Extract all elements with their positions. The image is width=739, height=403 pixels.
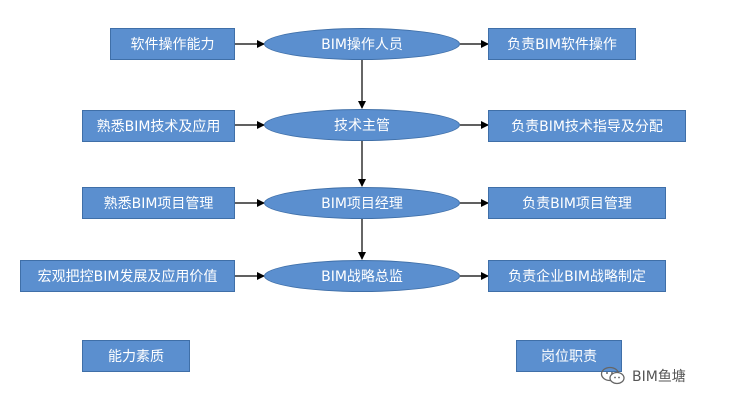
- role-ellipse-2: 技术主管: [264, 109, 460, 141]
- watermark-text: BIM鱼塘: [632, 369, 686, 385]
- footer-right-text: 岗位职责: [541, 349, 597, 365]
- role-label: BIM操作人员: [321, 37, 403, 53]
- ability-box-4: 宏观把控BIM发展及应用价值: [20, 260, 235, 292]
- watermark: BIM鱼塘: [600, 366, 686, 386]
- duty-label: 负责BIM软件操作: [507, 37, 617, 53]
- duty-box-2: 负责BIM技术指导及分配: [488, 110, 686, 142]
- ability-box-3: 熟悉BIM项目管理: [82, 187, 235, 219]
- ability-label: 熟悉BIM技术及应用: [96, 119, 221, 135]
- ability-label: 软件操作能力: [130, 37, 215, 53]
- duty-label: 负责企业BIM战略制定: [508, 269, 646, 285]
- role-ellipse-4: BIM战略总监: [264, 260, 460, 292]
- ability-label: 宏观把控BIM发展及应用价值: [37, 269, 218, 285]
- role-label: 技术主管: [334, 118, 390, 134]
- duty-box-1: 负责BIM软件操作: [488, 28, 636, 60]
- ability-box-2: 熟悉BIM技术及应用: [82, 110, 235, 142]
- ability-box-1: 软件操作能力: [110, 28, 235, 60]
- role-ellipse-3: BIM项目经理: [264, 187, 460, 219]
- wechat-icon: [600, 366, 625, 385]
- duty-label: 负责BIM技术指导及分配: [511, 119, 663, 135]
- duty-box-3: 负责BIM项目管理: [488, 187, 666, 219]
- role-ellipse-1: BIM操作人员: [264, 28, 460, 60]
- role-label: BIM战略总监: [321, 269, 403, 285]
- job-duty-label: 岗位职责: [516, 340, 622, 372]
- duty-box-4: 负责企业BIM战略制定: [488, 260, 666, 292]
- footer-left-text: 能力素质: [108, 349, 164, 365]
- duty-label: 负责BIM项目管理: [522, 196, 632, 212]
- ability-label: 熟悉BIM项目管理: [103, 196, 214, 212]
- role-label: BIM项目经理: [321, 196, 403, 212]
- ability-quality-label: 能力素质: [82, 340, 190, 372]
